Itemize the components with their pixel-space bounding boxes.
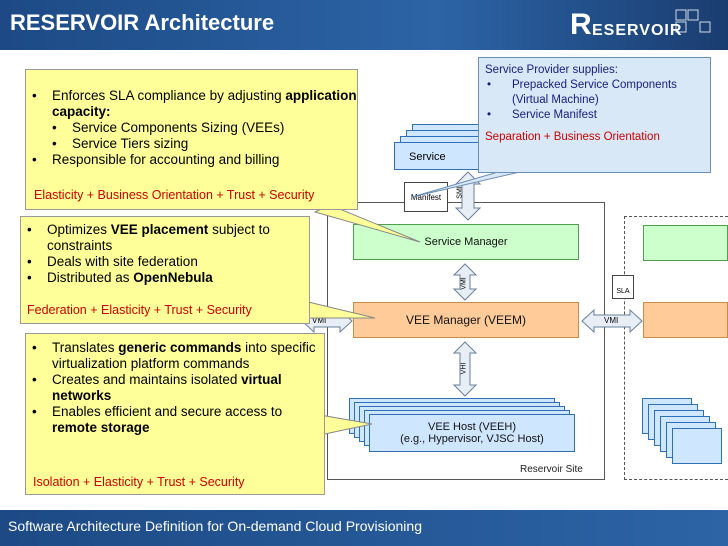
header-bar bbox=[0, 0, 728, 50]
service-provider-note: Service Provider supplies: Prepacked Ser… bbox=[478, 57, 711, 173]
footer-text: Software Architecture Definition for On-… bbox=[8, 518, 422, 534]
vee-host-line1: VEE Host (VEEH) bbox=[427, 421, 517, 433]
pointer-service-manager bbox=[313, 204, 421, 243]
veem-tag: Federation + Elasticity + Trust + Securi… bbox=[27, 303, 252, 317]
service-stack-4: Service bbox=[394, 142, 490, 170]
footer-bar bbox=[0, 510, 728, 546]
service-manager-note: Enforces SLA compliance by adjusting app… bbox=[25, 69, 358, 210]
sm-item-1: Enforces SLA compliance by adjusting app… bbox=[26, 88, 357, 120]
veeh-item-1: Translates generic commands into specifi… bbox=[26, 340, 324, 372]
sm-tag: Elasticity + Business Orientation + Trus… bbox=[34, 188, 315, 202]
sm-item-3: Service Tiers sizing bbox=[26, 136, 357, 152]
veem-item-1: Optimizes VEE placement subject to const… bbox=[21, 222, 309, 254]
sm-item-2: Service Components Sizing (VEEs) bbox=[26, 120, 357, 136]
veem-item-3: Distributed as OpenNebula bbox=[21, 270, 309, 286]
sm-item-4: Responsible for accounting and billing bbox=[26, 152, 357, 168]
vmi-arrow-right bbox=[581, 308, 643, 334]
remote-service-manager bbox=[643, 225, 728, 261]
vmi-label-right: VMI bbox=[604, 316, 619, 325]
provider-item-1: Prepacked Service Components (Virtual Ma… bbox=[485, 78, 704, 108]
sla-doc: SLA bbox=[612, 275, 634, 299]
logo-initial: R bbox=[570, 8, 592, 41]
veem-note: Optimizes VEE placement subject to const… bbox=[20, 216, 310, 324]
page-title: RESERVOIR Architecture bbox=[10, 10, 275, 35]
veeh-item-3: Enables efficient and secure access to r… bbox=[26, 404, 324, 436]
veeh-item-2: Creates and maintains isolated virtual n… bbox=[26, 372, 324, 404]
vee-manager-box: VEE Manager (VEEM) bbox=[353, 302, 579, 338]
remote-site-box bbox=[624, 216, 728, 480]
provider-item-2: Service Manifest bbox=[485, 108, 704, 123]
pointer-veem bbox=[299, 299, 376, 319]
vhi-arrow bbox=[452, 341, 478, 397]
site-label: Reservoir Site bbox=[520, 464, 583, 475]
service-stack-label: Service bbox=[409, 151, 446, 163]
veem-item-2: Deals with site federation bbox=[21, 254, 309, 270]
reservoir-logo: R ESERVOIR bbox=[570, 8, 720, 44]
provider-heading: Service Provider supplies: bbox=[485, 64, 618, 76]
veeh-note: Translates generic commands into specifi… bbox=[25, 333, 325, 495]
veeh-tag: Isolation + Elasticity + Trust + Securit… bbox=[33, 475, 245, 489]
manifest-doc: Manifest bbox=[404, 182, 448, 212]
logo-grid-icon bbox=[675, 9, 711, 33]
pointer-veeh bbox=[319, 414, 373, 436]
vmi-label-left: VMI bbox=[312, 316, 327, 325]
vmi-arrow-vertical bbox=[452, 263, 478, 301]
logo-text: ESERVOIR bbox=[592, 22, 683, 39]
vee-host-line2: (e.g., Hypervisor, VJSC Host) bbox=[400, 433, 544, 445]
remote-veem bbox=[643, 302, 728, 338]
provider-tag: Separation + Business Orientation bbox=[485, 131, 660, 143]
remote-host-6 bbox=[672, 428, 722, 464]
pointer-provider bbox=[411, 171, 521, 198]
vee-host-box: VEE Host (VEEH) (e.g., Hypervisor, VJSC … bbox=[369, 414, 575, 452]
